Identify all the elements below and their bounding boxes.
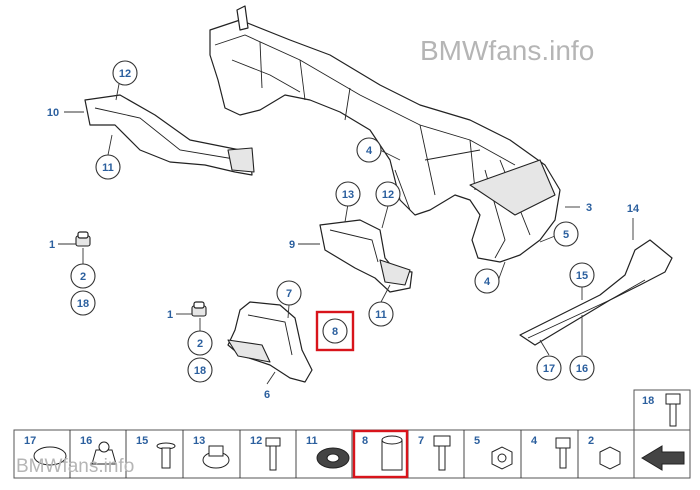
callout-18-a: 18 xyxy=(70,290,96,316)
svg-text:3: 3 xyxy=(586,202,592,214)
callout-3: 3 xyxy=(586,202,592,214)
svg-text:15: 15 xyxy=(576,270,588,282)
clip-nut-icon xyxy=(91,441,117,465)
strip-num-16: 16 xyxy=(80,435,92,447)
bracket-10 xyxy=(84,94,255,176)
svg-text:10: 10 xyxy=(47,107,59,119)
strip-num-5: 5 xyxy=(474,435,480,447)
watermark-top: BMWfans.info xyxy=(420,35,594,66)
strip-num-13: 13 xyxy=(193,435,205,447)
svg-text:11: 11 xyxy=(375,309,387,321)
bolt-7-icon xyxy=(433,435,451,471)
callout-2-b: 2 xyxy=(187,330,213,356)
svg-text:12: 12 xyxy=(382,189,394,201)
strip-cell-18 xyxy=(633,389,691,431)
callout-11-mid: 11 xyxy=(368,301,394,327)
strip-num-11: 11 xyxy=(306,435,318,447)
svg-text:18: 18 xyxy=(194,365,206,377)
spacer-sleeve-icon xyxy=(381,435,403,471)
strip-num-12: 12 xyxy=(250,435,262,447)
svg-text:16: 16 xyxy=(576,363,588,375)
callout-12-mid: 12 xyxy=(375,181,401,207)
flange-nut-icon xyxy=(316,447,350,469)
callout-13-mid: 13 xyxy=(335,181,361,207)
callout-6: 6 xyxy=(264,389,270,401)
callout-15: 15 xyxy=(569,262,595,288)
callout-18-b: 18 xyxy=(187,357,213,383)
svg-text:2: 2 xyxy=(197,338,203,350)
bolt-12-icon xyxy=(265,437,281,471)
strip-num-15: 15 xyxy=(136,435,148,447)
parts-strip: 17 16 15 13 12 11 8 7 5 4 2 xyxy=(13,389,691,479)
svg-text:6: 6 xyxy=(264,389,270,401)
grommet-icon xyxy=(33,446,67,466)
svg-text:5: 5 xyxy=(563,229,569,241)
cap-1b xyxy=(191,301,207,317)
arrow-icon xyxy=(641,445,685,471)
bracket-9 xyxy=(319,219,413,293)
bolt-18-icon xyxy=(665,393,681,427)
callout-5: 5 xyxy=(553,221,579,247)
callout-4-top: 4 xyxy=(356,137,382,163)
svg-text:9: 9 xyxy=(289,239,295,251)
svg-text:4: 4 xyxy=(366,145,373,157)
svg-text:7: 7 xyxy=(286,288,292,300)
bolt-4-icon xyxy=(555,437,571,469)
callout-14: 14 xyxy=(627,203,640,215)
strip-num-7: 7 xyxy=(418,435,424,447)
callout-4-low: 4 xyxy=(474,268,500,294)
callout-11-top: 11 xyxy=(95,154,121,180)
svg-text:14: 14 xyxy=(627,203,640,215)
support-strip-14 xyxy=(519,239,673,346)
cross-car-beam xyxy=(209,5,561,263)
svg-text:13: 13 xyxy=(342,189,354,201)
svg-text:11: 11 xyxy=(102,162,114,174)
callout-12-top: 12 xyxy=(112,60,138,86)
callout-1-a: 1 xyxy=(49,239,55,251)
callout-16: 16 xyxy=(569,355,595,381)
nut-cage-icon xyxy=(202,445,230,469)
strip-dividers xyxy=(69,430,579,478)
svg-text:1: 1 xyxy=(49,239,55,251)
strip-num-17: 17 xyxy=(24,435,36,447)
callout-7: 7 xyxy=(276,280,302,306)
svg-text:17: 17 xyxy=(543,363,555,375)
svg-text:18: 18 xyxy=(77,298,89,310)
cap-1a xyxy=(75,231,91,247)
leader-lines xyxy=(58,83,634,385)
callout-17: 17 xyxy=(536,355,562,381)
callout-1-b: 1 xyxy=(167,309,173,321)
strip-num-4: 4 xyxy=(531,435,538,447)
svg-text:8: 8 xyxy=(332,326,338,338)
strip-num-18: 18 xyxy=(642,395,654,407)
strip-num-2: 2 xyxy=(588,435,594,447)
svg-text:4: 4 xyxy=(484,276,491,288)
svg-text:12: 12 xyxy=(119,68,131,80)
watermark-bottom: BMWfans.info xyxy=(16,456,134,477)
bracket-6 xyxy=(227,301,313,383)
strip-highlight-8 xyxy=(352,429,409,479)
strip-num-8: 8 xyxy=(362,435,368,447)
callout-10: 10 xyxy=(47,107,59,119)
nut-2-icon xyxy=(599,446,621,470)
callout-2-a: 2 xyxy=(70,263,96,289)
svg-text:1: 1 xyxy=(167,309,173,321)
push-rivet-icon xyxy=(156,442,176,469)
callout-9: 9 xyxy=(289,239,295,251)
hex-nut-icon xyxy=(491,446,513,470)
svg-text:2: 2 xyxy=(80,271,86,283)
callout-8-highlighted: 8 xyxy=(315,310,355,352)
